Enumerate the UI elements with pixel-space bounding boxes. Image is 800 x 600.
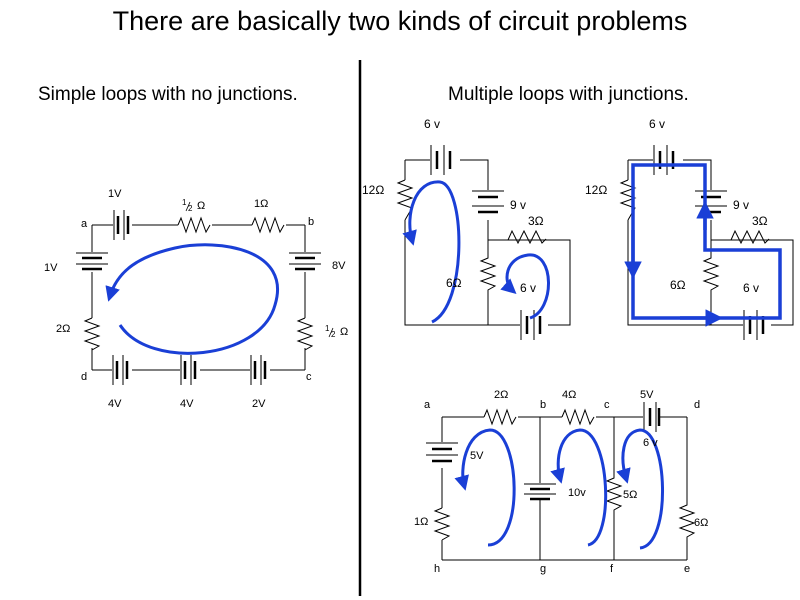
multi-b-res-mid-label: 6Ω bbox=[670, 278, 686, 292]
simple-top-half-unit: Ω bbox=[197, 200, 205, 212]
simple-loop-circuit bbox=[76, 210, 321, 385]
simple-top-half-resistor bbox=[177, 216, 211, 234]
subtitle-multiple-loops: Multiple loops with junctions. bbox=[448, 84, 689, 105]
simple-loop-arrow bbox=[105, 243, 279, 355]
multi-b-res-left-label: 12Ω bbox=[585, 183, 607, 197]
simple-right-half-num: 1 bbox=[325, 324, 330, 333]
ladder-arrow-3 bbox=[616, 428, 664, 550]
simple-right-battery bbox=[289, 252, 321, 271]
ladder-battery-left-label: 5V bbox=[470, 450, 484, 462]
simple-bottom-battery-1-label: 4V bbox=[108, 398, 122, 410]
ladder-node-b: b bbox=[540, 399, 546, 411]
multi-loop-b-outer-path bbox=[631, 163, 782, 320]
multi-loop-a-arrow-2 bbox=[500, 253, 550, 320]
simple-top-resistor-label: 1Ω bbox=[254, 198, 268, 210]
multi-a-battery-mid-label: 9 v bbox=[510, 198, 526, 212]
simple-bottom-battery-2-label: 4V bbox=[180, 398, 194, 410]
simple-top-half-num: 1 bbox=[182, 198, 187, 207]
multi-b-battery-top-label: 6 v bbox=[649, 117, 665, 131]
simple-top-resistor bbox=[251, 216, 285, 234]
multi-loop-a-circuit bbox=[396, 145, 571, 340]
simple-left-battery bbox=[76, 252, 108, 271]
ladder-battery-cd-inner-label: 6 v bbox=[643, 437, 658, 449]
simple-top-battery-label: 1V bbox=[108, 188, 122, 200]
simple-bottom-battery-3 bbox=[250, 355, 267, 385]
ladder-node-h: h bbox=[434, 563, 440, 575]
simple-right-resistor bbox=[296, 317, 314, 351]
ladder-node-g: g bbox=[540, 563, 546, 575]
ladder-circuit bbox=[426, 402, 696, 561]
simple-left-resistor-label: 2Ω bbox=[56, 323, 70, 335]
ladder-res-bc-label: 4Ω bbox=[562, 389, 576, 401]
ladder-node-a: a bbox=[424, 399, 431, 411]
ladder-arrow-1 bbox=[454, 428, 516, 547]
node-a-label: a bbox=[81, 218, 88, 230]
multi-b-battery-bottom-label: 6 v bbox=[743, 281, 759, 295]
multi-a-battery-top-label: 6 v bbox=[424, 117, 440, 131]
simple-bottom-battery-1 bbox=[112, 355, 129, 385]
ladder-node-e: e bbox=[684, 563, 690, 575]
ladder-res-ab-label: 2Ω bbox=[494, 389, 508, 401]
multi-a-battery-bottom-label: 6 v bbox=[520, 281, 536, 295]
ladder-battery-mid-label: 10v bbox=[568, 487, 586, 499]
ladder-res-mid-label: 5Ω bbox=[623, 489, 637, 501]
multi-b-res-right-label: 3Ω bbox=[752, 214, 768, 228]
slide-title: There are basically two kinds of circuit… bbox=[112, 6, 688, 36]
node-d-label: d bbox=[81, 371, 87, 383]
multi-b-battery-mid-label: 9 v bbox=[733, 198, 749, 212]
multi-loop-b-circuit bbox=[619, 145, 794, 340]
simple-left-resistor bbox=[83, 317, 101, 351]
ladder-battery-cd-label: 5V bbox=[640, 389, 654, 401]
simple-bottom-battery-3-label: 2V bbox=[252, 398, 266, 410]
simple-top-half-den: 2 bbox=[188, 204, 193, 213]
ladder-node-d: d bbox=[694, 399, 700, 411]
simple-top-battery bbox=[113, 210, 130, 240]
node-c-label: c bbox=[306, 371, 312, 383]
subtitle-simple-loops: Simple loops with no junctions. bbox=[38, 84, 298, 105]
ladder-arrow-2 bbox=[550, 428, 608, 547]
simple-left-battery-label: 1V bbox=[44, 262, 58, 274]
simple-right-battery-label: 8V bbox=[332, 260, 346, 272]
simple-right-half-unit: Ω bbox=[340, 326, 348, 338]
node-b-label: b bbox=[308, 216, 314, 228]
simple-bottom-battery-2 bbox=[180, 355, 197, 385]
ladder-node-f: f bbox=[610, 563, 614, 575]
multi-loop-a-arrow-1 bbox=[402, 180, 461, 324]
multi-a-res-mid-label: 6Ω bbox=[446, 276, 462, 290]
ladder-res-right-label: 6Ω bbox=[694, 517, 708, 529]
multi-a-res-left-label: 12Ω bbox=[362, 183, 384, 197]
simple-right-half-den: 2 bbox=[331, 330, 336, 339]
multi-a-res-right-label: 3Ω bbox=[528, 214, 544, 228]
ladder-node-c: c bbox=[604, 399, 610, 411]
ladder-res-left-label: 1Ω bbox=[414, 516, 428, 528]
